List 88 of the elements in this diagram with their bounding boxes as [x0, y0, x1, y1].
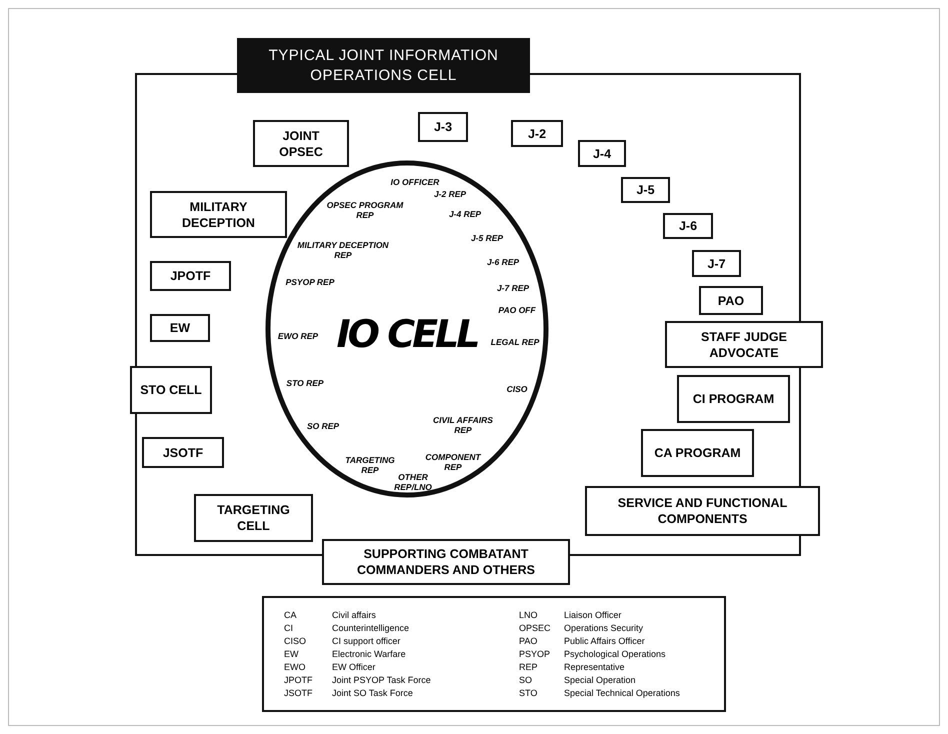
definition: Joint PSYOP Task Force — [332, 675, 431, 686]
abbreviation: CI — [284, 623, 293, 634]
definition: Special Technical Operations — [564, 688, 680, 699]
box-label: SUPPORTING COMBATANT COMMANDERS AND OTHERS — [356, 546, 536, 578]
rep-label: IO OFFICER — [390, 177, 440, 187]
abbreviation: JSOTF — [284, 688, 312, 699]
org-box — [150, 191, 287, 238]
box-label: SERVICE AND FUNCTIONAL COMPONENTS — [616, 495, 788, 527]
org-box — [621, 177, 670, 203]
abbreviation: LNO — [519, 610, 538, 621]
definition: Psychological Operations — [564, 649, 666, 660]
rep-label: OTHER REP/LNO — [393, 472, 433, 492]
rep-label: J-6 REP — [486, 257, 520, 267]
org-box — [699, 286, 763, 315]
rep-label: STO REP — [286, 378, 324, 388]
abbreviation: STO — [519, 688, 538, 699]
definition: Counterintelligence — [332, 623, 410, 634]
org-box — [253, 120, 349, 167]
abbreviation: PSYOP — [519, 649, 550, 660]
rep-label: J-2 REP — [434, 189, 466, 199]
org-box — [150, 314, 210, 342]
definition: Liaison Officer — [564, 610, 622, 621]
org-box — [677, 375, 790, 423]
definition: Operations Security — [564, 623, 644, 634]
definition: Public Affairs Officer — [564, 636, 645, 647]
org-box — [585, 486, 820, 536]
definition: Representative — [564, 662, 625, 673]
rep-label: PSYOP REP — [286, 277, 334, 287]
rep-label: J-5 REP — [470, 233, 504, 243]
box-label: EW — [168, 320, 192, 336]
box-label: J-7 — [706, 256, 727, 272]
rep-label: SO REP — [306, 421, 340, 431]
box-label: CA PROGRAM — [653, 445, 742, 461]
abbreviation: JPOTF — [284, 675, 312, 686]
org-box — [194, 494, 313, 542]
definition: Civil affairs — [332, 610, 376, 621]
org-box — [511, 120, 563, 147]
org-box — [130, 366, 212, 414]
abbreviation: EW — [284, 649, 298, 660]
box-label: STAFF JUDGE ADVOCATE — [700, 328, 788, 360]
box-label: JSOTF — [162, 444, 204, 460]
org-box — [578, 140, 626, 167]
rep-label: EWO REP — [278, 331, 318, 341]
abbreviation: REP — [519, 662, 538, 673]
abbreviation: SO — [519, 675, 532, 686]
org-box — [142, 437, 224, 468]
box-label: PAO — [716, 292, 746, 308]
definition: Special Operation — [564, 675, 636, 686]
box-label: JPOTF — [169, 268, 212, 284]
definition: CI support officer — [332, 636, 400, 647]
rep-label: PAO OFF — [498, 305, 536, 315]
rep-label: J-7 REP — [496, 283, 530, 293]
org-box — [150, 261, 231, 291]
org-box — [665, 321, 823, 368]
box-label: CI PROGRAM — [692, 391, 776, 407]
abbreviation: PAO — [519, 636, 538, 647]
box-label: J-3 — [432, 119, 454, 135]
org-box — [322, 539, 570, 585]
box-label: JOINT OPSEC — [278, 128, 324, 160]
rep-label: CISO — [506, 384, 528, 394]
rep-label: CIVIL AFFAIRS REP — [432, 415, 494, 435]
rep-label: TARGETING REP — [344, 455, 396, 475]
abbreviation: EWO — [284, 662, 306, 673]
org-box — [663, 213, 713, 239]
definition: EW Officer — [332, 662, 376, 673]
box-label: J-5 — [635, 182, 656, 198]
box-label: TARGETING CELL — [216, 502, 291, 534]
rep-label: OPSEC PROGRAM REP — [326, 200, 404, 220]
rep-label: LEGAL REP — [490, 337, 540, 347]
abbreviation: CISO — [284, 636, 306, 647]
definition: Electronic Warfare — [332, 649, 406, 660]
box-label: STO CELL — [139, 382, 203, 398]
org-box — [418, 112, 468, 142]
abbreviation: CA — [284, 610, 297, 621]
cell-title: IO CELL — [336, 313, 478, 355]
box-label: MILITARY DECEPTION — [181, 198, 256, 230]
cell-circle — [265, 160, 549, 498]
box-label: J-4 — [592, 146, 612, 162]
box-label: J-2 — [526, 126, 548, 142]
org-box — [692, 250, 741, 277]
definition: Joint SO Task Force — [332, 688, 413, 699]
rep-label: COMPONENT REP — [424, 452, 482, 472]
org-box — [641, 429, 754, 477]
title-banner: TYPICAL JOINT INFORMATION OPERATIONS CELL — [237, 38, 530, 93]
rep-label: MILITARY DECEPTION REP — [296, 240, 390, 260]
box-label: J-6 — [678, 218, 698, 234]
abbreviation: OPSEC — [519, 623, 551, 634]
rep-label: J-4 REP — [448, 209, 482, 219]
